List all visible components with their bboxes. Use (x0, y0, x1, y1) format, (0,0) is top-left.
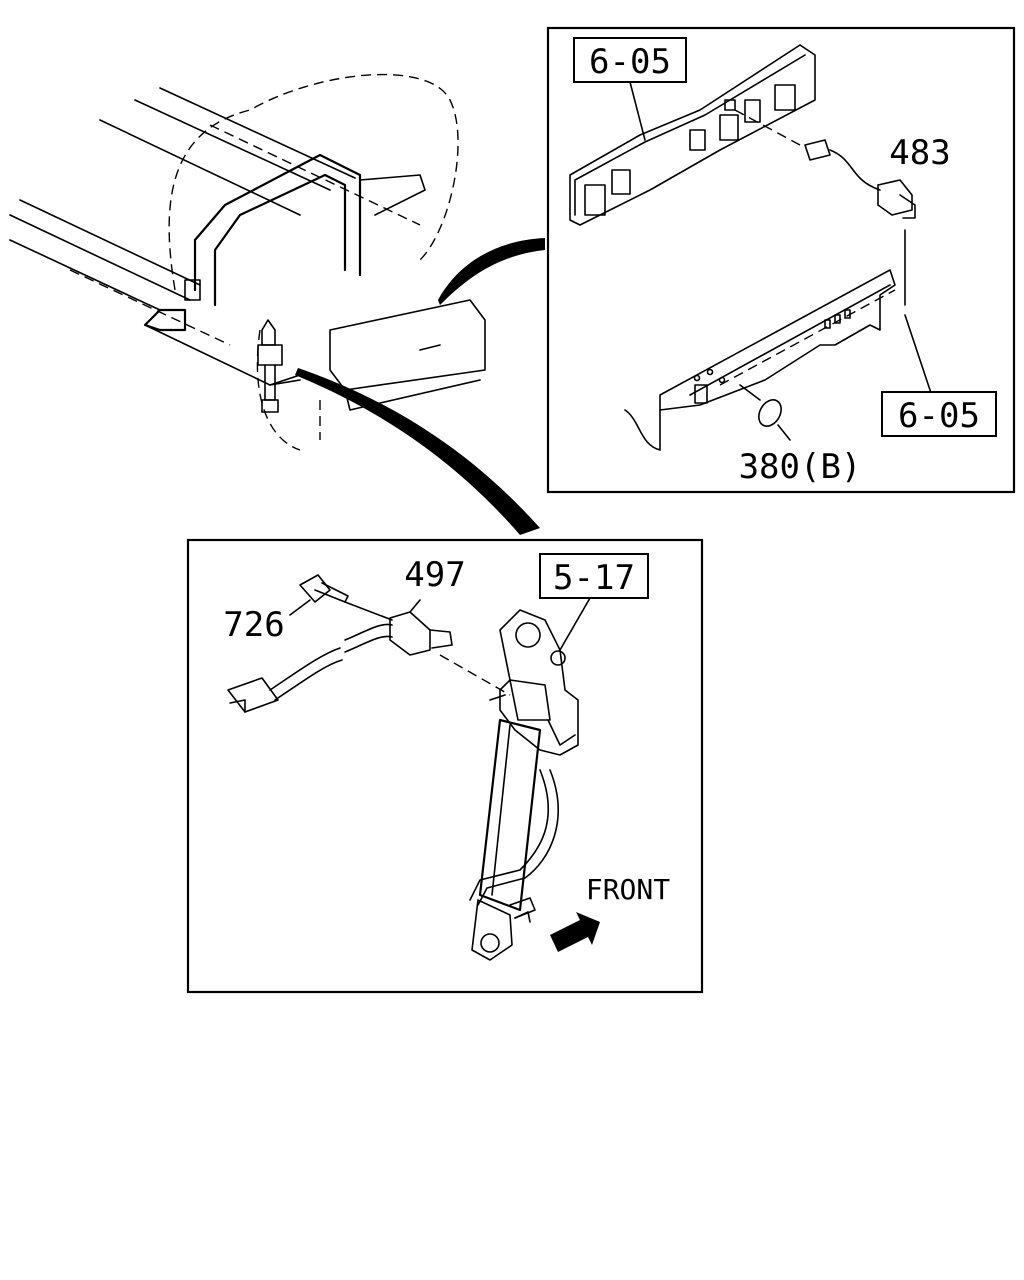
callout-5-17: 5-17 (553, 558, 635, 598)
callout-497: 497 (404, 555, 465, 595)
callout-6-05-top: 6-05 (589, 42, 671, 82)
callout-6-05-bottom: 6-05 (898, 396, 980, 436)
callout-483: 483 (889, 133, 950, 173)
cab-overview (9, 73, 545, 535)
detail-box-sensor: 6-05 483 6-05 380(B) (546, 26, 1016, 494)
detail-box-pump: 497 726 5-17 FRONT (186, 538, 704, 994)
front-label: FRONT (586, 873, 670, 906)
callout-726: 726 (223, 605, 284, 645)
callout-380b: 380(B) (739, 447, 862, 487)
